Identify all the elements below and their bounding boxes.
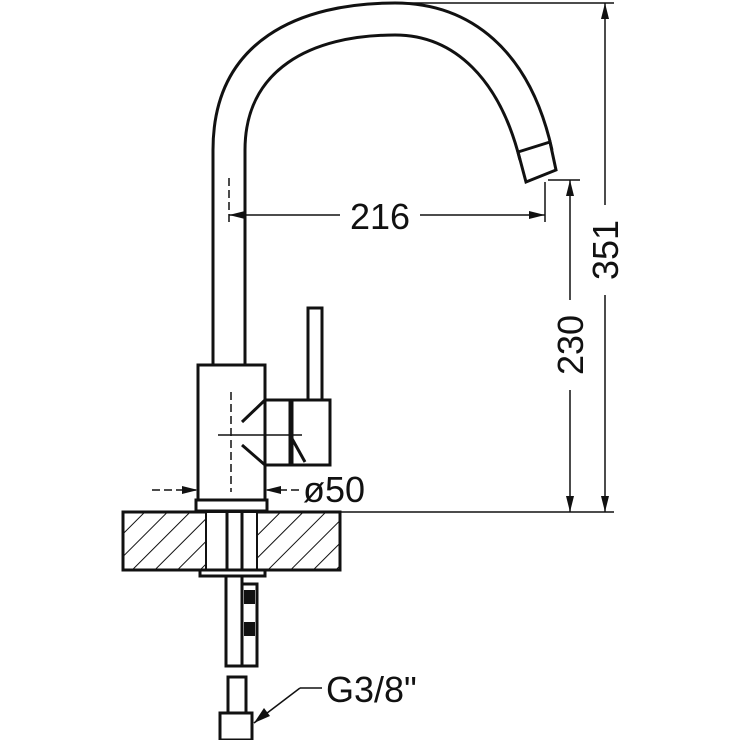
diameter-label: ø50: [303, 469, 365, 510]
dimension-total-height: 351: [340, 2, 626, 513]
connection-callout: G3/8": [253, 669, 417, 724]
supply-hoses: [218, 574, 259, 740]
dimension-spout-height: 230: [548, 179, 591, 512]
connection-label: G3/8": [326, 669, 417, 710]
spout-height-label: 230: [550, 315, 591, 375]
total-height-label: 351: [585, 220, 626, 280]
base-ring: [194, 498, 269, 513]
dimension-diameter: ø50: [152, 469, 365, 510]
dimension-reach: 216: [229, 182, 546, 237]
reach-label: 216: [350, 196, 410, 237]
lever-handle: [290, 306, 332, 467]
spout: [211, 1, 558, 365]
countertop-section: [121, 510, 342, 578]
faucet-body: [196, 363, 307, 502]
